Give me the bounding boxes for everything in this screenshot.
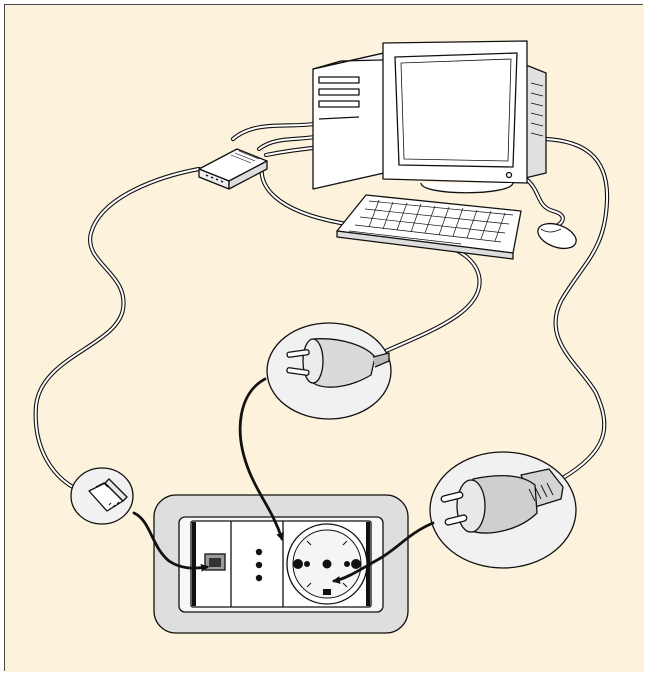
diagram-frame: VIMAR bbox=[4, 4, 643, 671]
bipasso-socket-icon bbox=[256, 549, 262, 581]
rj11-plug-callout bbox=[71, 468, 133, 524]
schuko-plug-callout bbox=[430, 452, 576, 568]
socket-icon bbox=[287, 524, 367, 604]
two-pin-plug-callout bbox=[267, 323, 391, 419]
connection-diagram: VIMAR bbox=[5, 5, 644, 672]
crt-monitor-icon bbox=[383, 41, 546, 193]
